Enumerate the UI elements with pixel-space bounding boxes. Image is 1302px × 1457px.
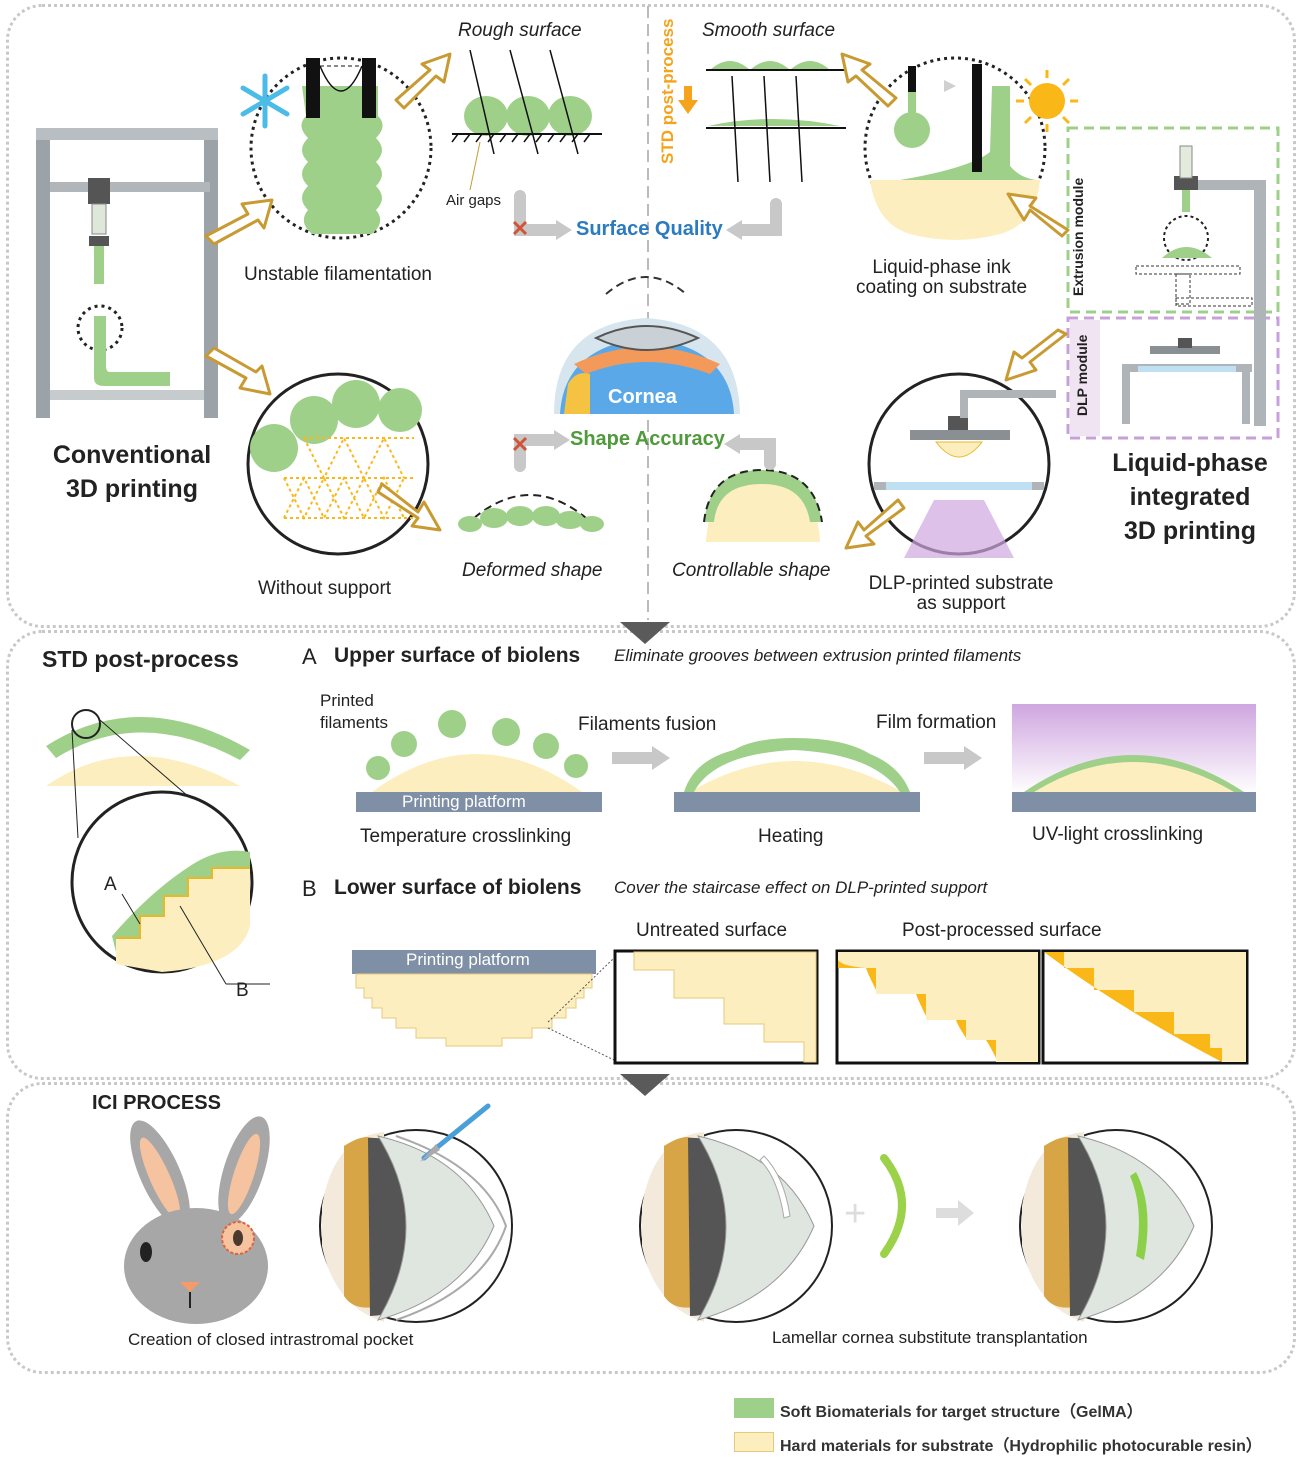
section-b-title: Lower surface of biolens	[334, 876, 582, 899]
without-support-label: Without support	[258, 578, 392, 599]
shape-accuracy-label: Shape Accuracy	[570, 428, 725, 450]
rabbit-illustration	[124, 1116, 270, 1324]
dlp-substrate-illustration	[867, 372, 1056, 558]
conventional-3d-printing-title: Conventional 3D printing	[52, 441, 212, 503]
surface-quality-label: Surface Quality	[576, 218, 723, 240]
inset-label-b: B	[236, 980, 249, 1001]
transition-triangle-1	[620, 622, 670, 644]
liquid-phase-integrated-title: Liquid-phase integrated 3D printing	[1112, 449, 1268, 545]
biolens-implant-illustration: +	[844, 1154, 974, 1258]
integrated-printer-illustration	[1066, 126, 1280, 440]
transplanted-cornea-illustration	[1019, 1129, 1213, 1323]
section-a-letter: A	[302, 644, 317, 669]
section-b-subtitle: Cover the staircase effect on DLP-printe…	[614, 878, 988, 897]
cornea-label: Cornea	[608, 386, 677, 408]
legend-soft-swatch	[734, 1398, 774, 1418]
untreated-surface-label: Untreated surface	[636, 920, 788, 941]
std-inset-illustration	[46, 709, 270, 985]
scalpel-icon	[420, 1103, 491, 1162]
controllable-shape-illustration	[703, 468, 823, 542]
air-gaps-label: Air gaps	[446, 192, 502, 209]
uv-crosslinking-label: UV-light crosslinking	[1032, 824, 1204, 845]
controllable-shape-label: Controllable shape	[672, 560, 831, 581]
untreated-surface-box	[613, 949, 819, 1065]
deformed-shape-label: Deformed shape	[462, 560, 603, 581]
dlp-module-label: DLP module	[1074, 334, 1090, 416]
std-post-process-vertical-label: STD post-process	[658, 18, 677, 164]
printing-platform-a-label: Printing platform	[402, 792, 526, 811]
liquid-phase-ink-label: Liquid-phase ink coating on substrate	[856, 257, 1028, 298]
post-processed-box-2	[1041, 949, 1249, 1065]
rough-surface-diagram	[451, 49, 602, 155]
film-formation-label: Film formation	[876, 712, 997, 733]
extrusion-module-label: Extrusion module	[1070, 177, 1086, 296]
cornea-eye-illustration	[554, 276, 740, 414]
legend-hard-swatch	[734, 1432, 774, 1452]
svg-text:+: +	[844, 1193, 866, 1235]
liquid-phase-ink-illustration	[863, 56, 1047, 240]
dlp-substrate-label: DLP-printed substrate as support	[868, 573, 1054, 614]
uv-crosslinking-illustration	[1012, 704, 1256, 812]
lamellar-pocket-illustration	[639, 1129, 833, 1323]
transplant-caption: Lamellar cornea substitute transplantati…	[772, 1328, 1088, 1347]
pocket-caption: Creation of closed intrastromal pocket	[128, 1330, 414, 1349]
inset-label-a: A	[104, 874, 117, 895]
printing-platform-b-label: Printing platform	[406, 950, 530, 969]
ici-process-title: ICI PROCESS	[92, 1092, 221, 1114]
post-processed-surface-label: Post-processed surface	[902, 920, 1102, 941]
deformed-shape-illustration	[458, 494, 604, 532]
std-post-process-title: STD post-process	[42, 646, 239, 672]
post-processed-box-1	[835, 949, 1041, 1065]
fusion-arrow	[612, 746, 670, 770]
legend-soft-label: Soft Biomaterials for target structure（G…	[780, 1404, 1143, 1421]
gold-arrows	[204, 52, 1070, 550]
unstable-filamentation-illustration	[249, 56, 433, 240]
transition-triangle-2	[620, 1074, 670, 1096]
intrastromal-pocket-illustration	[319, 1129, 513, 1323]
section-a-subtitle: Eliminate grooves between extrusion prin…	[614, 646, 1022, 665]
unstable-filamentation-label: Unstable filamentation	[244, 264, 432, 285]
heating-illustration	[674, 738, 920, 812]
smooth-surface-diagram	[706, 61, 846, 183]
heating-label: Heating	[758, 826, 824, 847]
section-b-letter: B	[302, 876, 317, 901]
conventional-printer-illustration	[36, 128, 218, 418]
temperature-crosslinking-label: Temperature crosslinking	[360, 826, 572, 847]
legend-hard-label: Hard materials for substrate（Hydrophilic…	[780, 1438, 1262, 1455]
filaments-fusion-label: Filaments fusion	[578, 714, 717, 735]
dlp-staircase-illustration	[352, 950, 615, 1061]
center-divider	[647, 6, 649, 620]
sun-icon	[1016, 70, 1078, 132]
printed-filaments-label: Printed filaments	[320, 691, 389, 732]
without-support-illustration	[246, 372, 430, 556]
rough-surface-label: Rough surface	[458, 20, 582, 41]
film-arrow	[924, 746, 982, 770]
section-a-title: Upper surface of biolens	[334, 644, 581, 667]
temperature-crosslinking-illustration	[356, 710, 602, 812]
snowflake-icon	[240, 73, 290, 129]
smooth-surface-label: Smooth surface	[702, 20, 836, 41]
